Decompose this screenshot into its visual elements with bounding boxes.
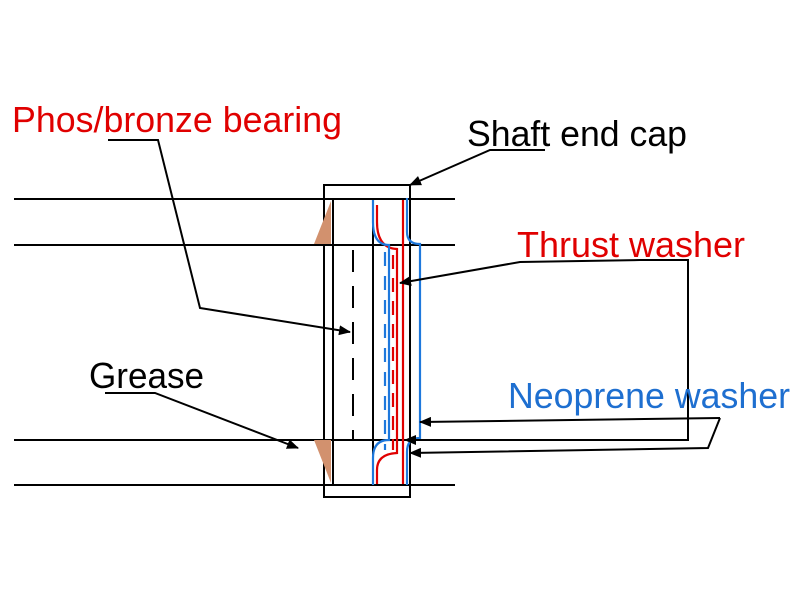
shaft-end-cap-label: Shaft end cap [467,113,687,154]
end-cap-leader-arrow [409,149,545,186]
leader-lines [105,139,721,458]
neoprene-leader-arrow-1 [419,416,721,427]
grease [314,201,331,483]
end-cap-outline [323,184,411,498]
grease-top [314,201,331,244]
thrust-washer-outline [375,205,399,484]
thrust-leader-arrow [399,259,641,287]
grease-label: Grease [89,355,204,396]
grease-leader-arrow [105,392,299,449]
neoprene-washer-outline [371,200,391,485]
bearing-leader-arrow [108,139,351,336]
grease-bottom [314,440,331,483]
neoprene-washer [371,198,422,485]
shaft-end-cap [323,184,411,498]
neoprene-washer-label: Neoprene washer [508,375,790,416]
shaft-lines [14,198,455,486]
thrust-bracket-leader [404,259,689,445]
neoprene-washer-rim [405,198,422,485]
neoprene-bracket-leader [409,417,721,458]
thrust-washer [375,200,405,484]
phos-bronze-bearing [332,198,374,486]
bearing-outline [332,198,374,486]
phos-bronze-bearing-label: Phos/bronze bearing [12,99,342,140]
thrust-washer-label: Thrust washer [517,224,745,265]
